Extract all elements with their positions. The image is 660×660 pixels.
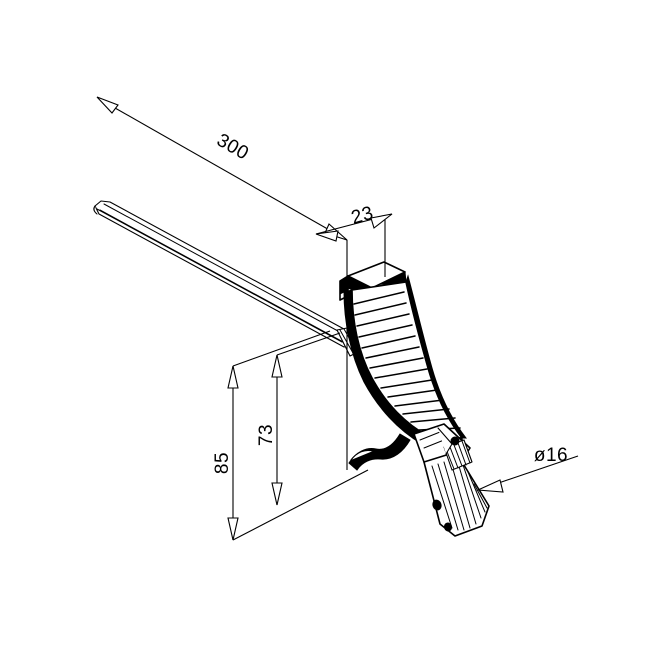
dimension-23-label: 23	[349, 203, 376, 229]
dimension-73-label: 73	[256, 424, 277, 446]
dimension-300-label: 300	[213, 130, 252, 165]
dimension-85: 85	[212, 330, 369, 541]
extension-lance-tube	[93, 200, 356, 348]
dimension-73: 73	[256, 332, 341, 506]
dimension-diameter-16: ø16	[475, 445, 579, 493]
trigger-guard	[348, 433, 411, 471]
dimension-85-label: 85	[212, 452, 233, 474]
dimension-diameter-16-label: ø16	[534, 445, 568, 466]
handle-grip	[343, 274, 468, 449]
nozzle-body	[413, 423, 490, 537]
